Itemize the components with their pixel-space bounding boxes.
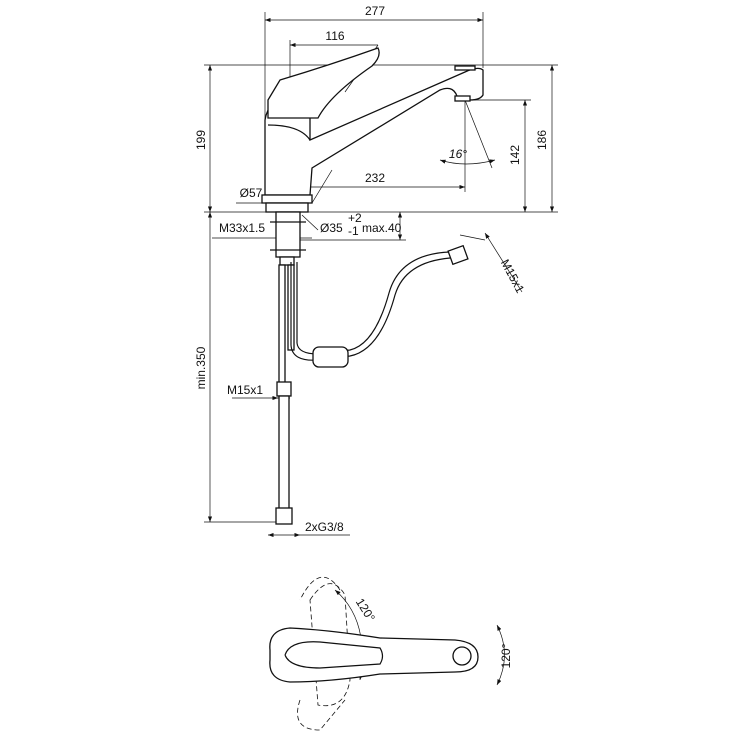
dim-lever-tilt: 120°: [499, 643, 513, 668]
faucet-side-view: [261, 47, 484, 525]
hose-weight: [312, 346, 349, 368]
dim-spout-height: 186: [535, 130, 549, 150]
dim-spray-angle: 16°: [449, 147, 467, 161]
dim-hole-tol-plus: +2: [348, 211, 362, 225]
dim-connections: 2xG3/8: [305, 520, 344, 534]
dim-hole-tol-minus: -1: [348, 224, 359, 238]
dim-base-diameter: Ø57: [240, 186, 263, 200]
dim-supply-thread: M15x1: [227, 383, 263, 397]
dim-reach: 232: [365, 171, 385, 185]
dim-hole-diameter: Ø35: [320, 221, 343, 235]
dim-max-thickness: max.40: [362, 221, 402, 235]
dim-overall-width: 277: [365, 4, 385, 18]
dim-lever-length: 116: [325, 29, 344, 43]
dim-total-height: 199: [194, 130, 208, 150]
dim-hose-thread: M15x1: [498, 257, 527, 296]
dim-lever-swivel: 120°: [353, 596, 378, 625]
faucet-top-view: [269, 576, 479, 731]
dim-outlet-height: 142: [508, 145, 522, 165]
dim-min-hose-length: min.350: [194, 346, 208, 389]
dim-thread-shank: M33x1.5: [219, 221, 265, 235]
braided-hose: [278, 395, 290, 512]
